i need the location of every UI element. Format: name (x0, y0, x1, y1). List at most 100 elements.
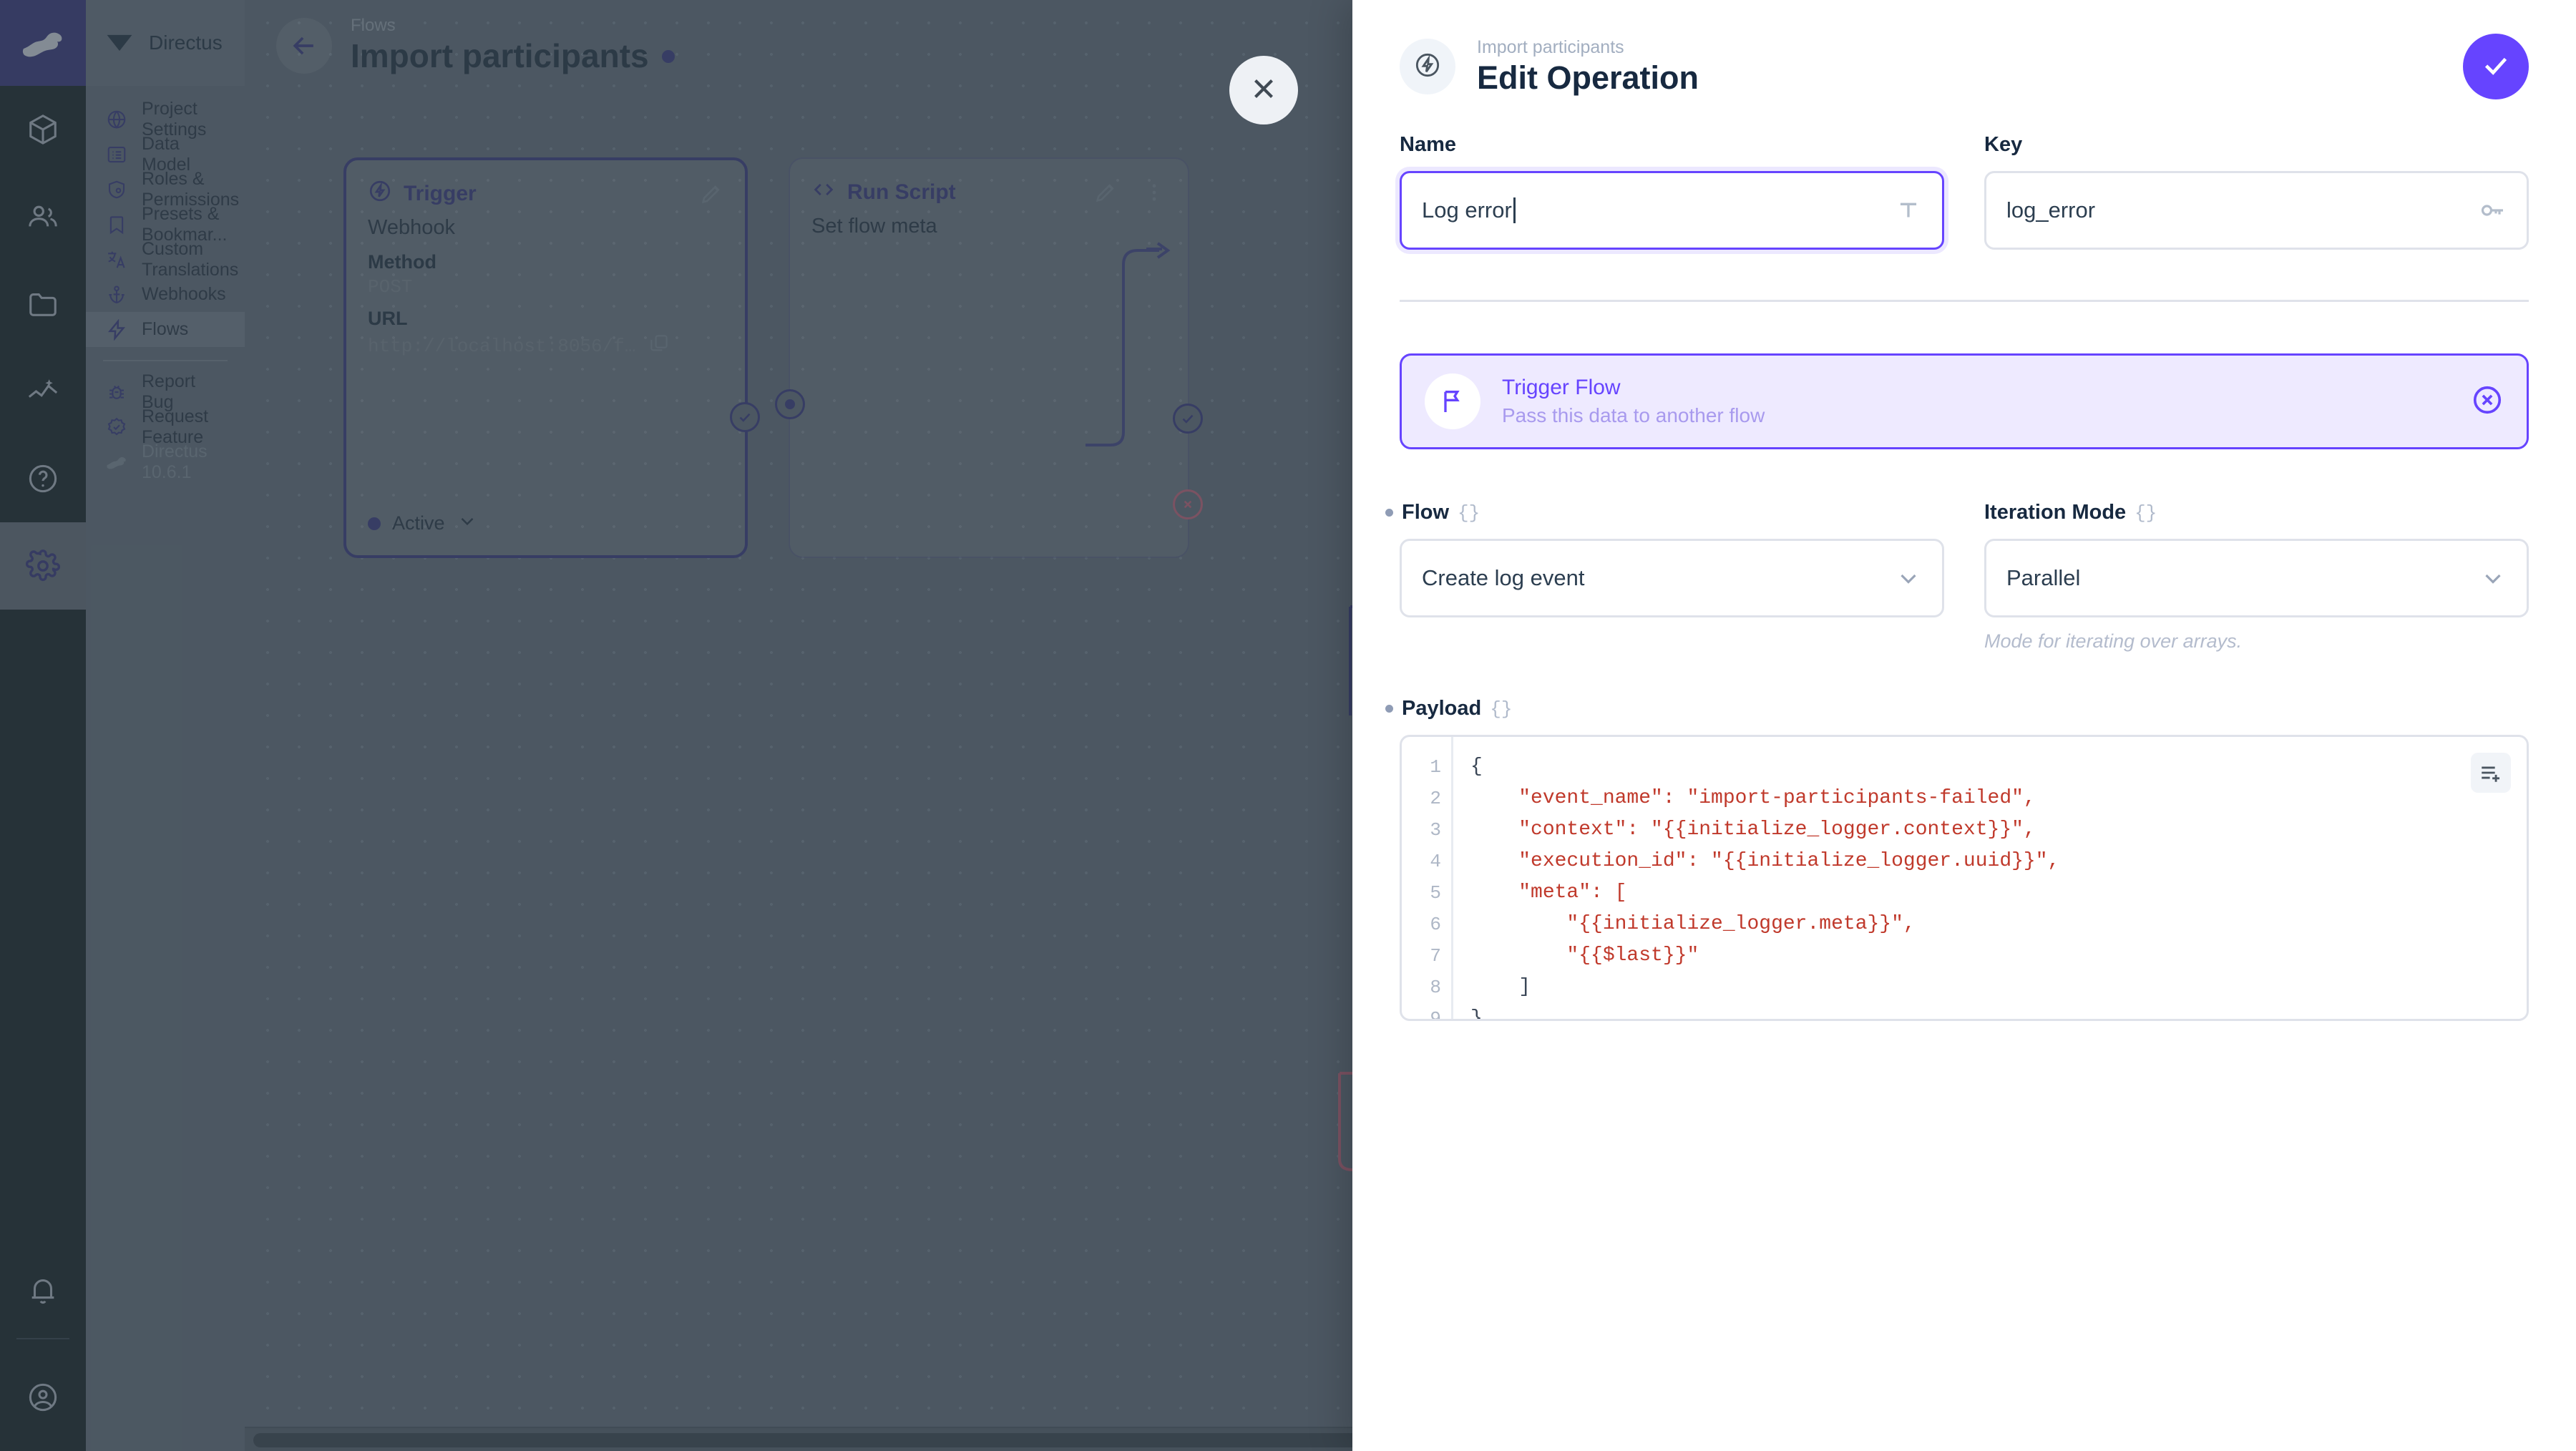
chevron-down-icon (457, 510, 478, 537)
flow-node-resolve-port[interactable] (1173, 404, 1203, 434)
sidebar-item-label: Roles & Permissions (142, 168, 240, 210)
flow-node-field-label: URL (368, 308, 408, 329)
list-alt-icon (106, 144, 127, 165)
more-vertical-icon[interactable] (1142, 180, 1166, 205)
curly-braces-icon[interactable]: {} (1458, 502, 1480, 524)
code-content[interactable]: { "event_name": "import-participants-fai… (1402, 737, 2527, 1021)
status-dot (368, 517, 381, 530)
page-title: Import participants (351, 36, 675, 76)
clear-operation-type-button[interactable] (2471, 383, 2504, 420)
line-number: 3 (1430, 819, 1441, 841)
sidebar-item-report-bug[interactable]: Report Bug (86, 371, 245, 412)
flow-node-name: Set flow meta (811, 215, 937, 238)
module-item-users[interactable] (0, 173, 86, 260)
flow-node-field-value: http://localhost:8056/f… (368, 336, 636, 357)
notifications-icon[interactable] (0, 1246, 86, 1334)
sidebar-item-presets-bookmarks[interactable]: Presets & Bookmar... (86, 204, 245, 245)
flow-node-name: Webhook (368, 216, 455, 239)
translate-icon (106, 249, 127, 270)
close-drawer-button[interactable] (1229, 56, 1298, 124)
status-dot (661, 50, 675, 63)
project-header[interactable]: Directus (86, 0, 245, 86)
name-input[interactable]: Log error (1400, 171, 1944, 250)
flag-icon (1425, 373, 1480, 429)
flow-node-field-value: POST (368, 276, 413, 298)
public-icon (106, 109, 127, 130)
flow-node-reject-port[interactable] (1173, 489, 1203, 519)
flow-field-group: Flow {} Create log event (1400, 501, 1944, 653)
drawer-header: Import participants Edit Operation (1400, 0, 2529, 133)
code-line: } (1470, 1007, 1483, 1021)
sidebar-item-webhooks[interactable]: Webhooks (86, 277, 245, 312)
pencil-icon[interactable] (699, 182, 723, 206)
flow-node-trigger[interactable]: Trigger Webhook Method POST URL http://l… (343, 157, 760, 558)
flow-node-type: Run Script (847, 180, 956, 204)
settings-nav-group: Project Settings Data Model Roles & Perm… (86, 86, 245, 347)
curly-braces-icon[interactable]: {} (2135, 502, 2157, 524)
payload-code-editor[interactable]: 1 2 3 4 5 6 7 8 9 { "event_name": "impor… (1400, 735, 2529, 1021)
directus-rabbit-logo[interactable] (0, 0, 86, 86)
line-number: 8 (1430, 977, 1441, 998)
bug-report-icon (106, 381, 127, 403)
operation-type-title: Trigger Flow (1502, 376, 1621, 399)
sidebar-item-flows[interactable]: Flows (86, 312, 245, 347)
back-button[interactable] (276, 18, 332, 74)
code-line: "execution_id": "{{initialize_logger.uui… (1470, 850, 2060, 872)
bookmark-icon (106, 214, 127, 235)
copy-icon[interactable] (648, 333, 670, 360)
sidebar-item-project-settings[interactable]: Project Settings (86, 99, 245, 140)
flow-select[interactable]: Create log event (1400, 539, 1944, 617)
sidebar-item-custom-translations[interactable]: Custom Translations (86, 238, 245, 280)
flow-label: Flow {} (1400, 501, 1944, 524)
sidebar-item-label: Flows (142, 319, 189, 339)
playlist-add-icon[interactable] (2471, 753, 2511, 793)
line-number: 4 (1430, 851, 1441, 872)
sidebar-item-label: Report Bug (142, 371, 196, 412)
chevron-down-icon (1895, 565, 1922, 592)
code-gutter: 1 2 3 4 5 6 7 8 9 (1402, 737, 1453, 1019)
sidebar-item-data-model[interactable]: Data Model (86, 134, 245, 175)
flow-node-run-script-1[interactable]: Run Script Set flow meta (775, 157, 1203, 558)
module-item-insights[interactable] (0, 348, 86, 435)
flow-select-value: Create log event (1422, 565, 1585, 590)
sidebar-divider (103, 360, 228, 361)
save-button[interactable] (2463, 34, 2529, 99)
flow-node-input-port[interactable] (775, 389, 805, 419)
anchor-icon (106, 284, 127, 306)
name-key-row: Name Log error Key log_error (1400, 133, 2529, 250)
sidebar-item-label: Custom Translations (142, 238, 239, 280)
iteration-mode-select[interactable]: Parallel (1984, 539, 2529, 617)
project-name: Directus (149, 31, 223, 54)
bolt-circle-icon (368, 179, 392, 209)
sidebar-item-request-feature[interactable]: Request Feature (86, 406, 245, 447)
module-item-settings[interactable] (0, 522, 86, 610)
code-line: "event_name": "import-participants-faile… (1470, 787, 2036, 809)
curly-braces-icon[interactable]: {} (1490, 698, 1513, 720)
pencil-icon[interactable] (1093, 180, 1118, 205)
code-line: ] (1470, 976, 1531, 998)
module-item-docs[interactable] (0, 435, 86, 522)
flow-node-status[interactable]: Active (368, 510, 478, 537)
text-format-icon[interactable] (1895, 197, 1922, 224)
close-circle-icon (2471, 383, 2504, 420)
sidebar-item-label: Webhooks (142, 284, 226, 304)
settings-sidebar: Directus Project Settings Data Model (86, 0, 245, 1451)
page-title-text: Import participants (351, 37, 649, 75)
close-icon (1247, 72, 1280, 109)
payload-label: Payload {} (1400, 697, 2529, 720)
account-avatar[interactable] (0, 1344, 86, 1451)
flow-node-status-label: Active (392, 512, 445, 534)
module-item-files[interactable] (0, 260, 86, 348)
line-number: 7 (1430, 945, 1441, 967)
sidebar-item-roles-permissions[interactable]: Roles & Permissions (86, 168, 245, 210)
flow-header: Flows Import participants (245, 0, 2576, 92)
flow-node-output-port[interactable] (730, 402, 760, 432)
operation-type-banner[interactable]: Trigger Flow Pass this data to another f… (1400, 353, 2529, 449)
module-item-content[interactable] (0, 86, 86, 173)
key-input[interactable]: log_error (1984, 171, 2529, 250)
sidebar-item-label: Directus 10.6.1 (142, 441, 208, 482)
module-bar (0, 0, 86, 1451)
flow-iteration-row: Flow {} Create log event Iteration Mode … (1400, 501, 2529, 653)
flow-node-url-row: http://localhost:8056/f… (368, 333, 723, 360)
iteration-label-text: Iteration Mode (1984, 501, 2127, 524)
